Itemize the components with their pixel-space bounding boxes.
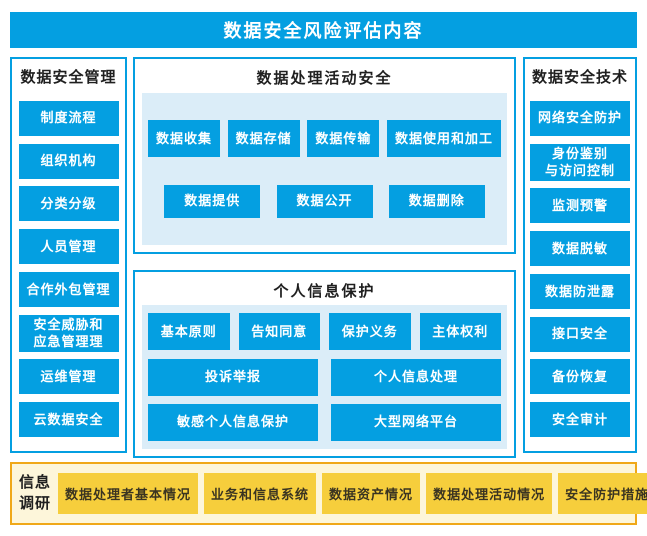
block-item: 制度流程 [18,100,119,136]
process-row-2: 数据提供 数据公开 数据删除 [148,184,501,218]
survey-chip: 安全防护措施 [558,473,647,514]
data-security-management-column: 数据安全管理 制度流程 组织机构 分类分级 人员管理 合作外包管理 安全威胁和 … [10,57,127,453]
column-items: 制度流程 组织机构 分类分级 人员管理 合作外包管理 安全威胁和 应急管理理 运… [12,91,125,451]
section-title: 个人信息保护 [273,283,376,300]
block-item: 数据提供 [164,184,261,218]
block-item: 备份恢复 [530,359,630,395]
block-item: 大型网络平台 [331,403,501,441]
personal-row-2: 投诉举报 个人信息处理 [148,358,501,396]
column-title: 数据安全技术 [531,69,628,86]
survey-chip: 数据资产情况 [322,473,421,514]
block-item: 数据收集 [148,120,221,158]
column-title: 数据安全管理 [20,69,117,86]
block-item: 主体权利 [419,313,501,351]
block-item: 敏感个人信息保护 [148,403,318,441]
information-survey-bar: 信息 调研 数据处理者基本情况 业务和信息系统 数据资产情况 数据处理活动情况 … [10,462,647,525]
section-title: 数据处理活动安全 [256,70,393,87]
survey-chip: 数据处理活动情况 [426,473,553,514]
block-item: 数据公开 [276,184,373,218]
block-item: 组织机构 [18,143,119,179]
survey-chips: 数据处理者基本情况 业务和信息系统 数据资产情况 数据处理活动情况 安全防护措施 [58,473,647,514]
data-processing-activity-security-section: 数据处理活动安全 数据收集 数据存储 数据传输 数据使用和加工 数据提供 数据公… [133,57,516,254]
process-row-1: 数据收集 数据存储 数据传输 数据使用和加工 [148,120,501,158]
personal-info-protection-section: 个人信息保护 基本原则 告知同意 保护义务 主体权利 投诉举报 个人信息处理 敏… [133,270,516,458]
block-item: 数据存储 [227,120,300,158]
block-item: 数据防泄露 [530,273,630,309]
personal-row-3: 敏感个人信息保护 大型网络平台 [148,403,501,441]
section-panel: 数据收集 数据存储 数据传输 数据使用和加工 数据提供 数据公开 数据删除 [142,93,507,245]
block-item: 数据删除 [388,184,485,218]
block-item: 安全威胁和 应急管理理 [18,314,119,352]
block-item: 合作外包管理 [18,271,119,307]
block-item: 告知同意 [238,313,320,351]
block-item: 人员管理 [18,229,119,265]
survey-chip: 业务和信息系统 [204,473,317,514]
section-panel: 基本原则 告知同意 保护义务 主体权利 投诉举报 个人信息处理 敏感个人信息保护… [142,305,507,449]
block-item: 身份鉴别 与访问控制 [530,143,630,181]
survey-chip: 数据处理者基本情况 [58,473,199,514]
block-item: 数据传输 [307,120,380,158]
block-item: 安全审计 [530,402,630,438]
block-item: 接口安全 [530,316,630,352]
block-item: 保护义务 [329,313,411,351]
personal-row-1: 基本原则 告知同意 保护义务 主体权利 [148,313,501,351]
block-item: 投诉举报 [148,358,318,396]
block-item: 数据使用和加工 [386,120,501,158]
block-item: 运维管理 [18,359,119,395]
block-item: 分类分级 [18,186,119,222]
column-items: 网络安全防护 身份鉴别 与访问控制 监测预警 数据脱敏 数据防泄露 接口安全 备… [525,91,635,451]
block-item: 个人信息处理 [331,358,501,396]
block-item: 监测预警 [530,188,630,224]
data-security-technology-column: 数据安全技术 网络安全防护 身份鉴别 与访问控制 监测预警 数据脱敏 数据防泄露… [523,57,637,453]
block-item: 网络安全防护 [530,100,630,136]
block-item: 云数据安全 [18,402,119,438]
block-item: 数据脱敏 [530,231,630,267]
block-item: 基本原则 [148,313,230,351]
survey-label: 信息 调研 [19,474,52,512]
page-title: 数据安全风险评估内容 [10,12,637,48]
